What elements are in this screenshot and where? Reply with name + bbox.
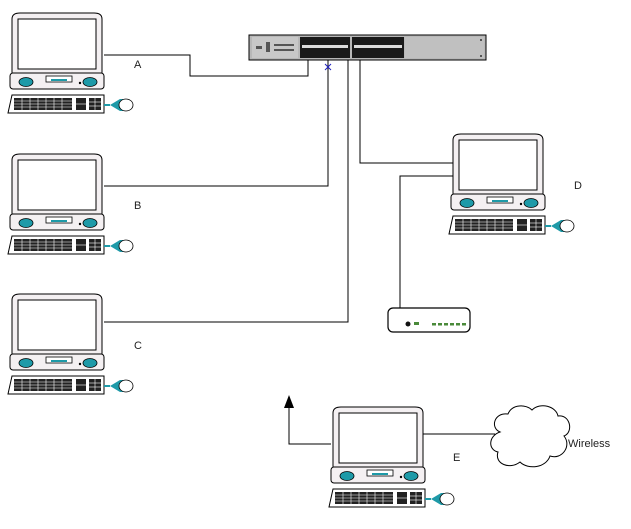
modem-icon: [387, 307, 471, 333]
computer-icon: [7, 12, 134, 114]
link-d-switch: [359, 60, 455, 164]
computer-label-c: C: [134, 340, 142, 352]
computer-icon: [7, 293, 134, 395]
computer-icon: [328, 406, 455, 508]
link-e-uplink: [288, 404, 331, 445]
computer-label-b: B: [134, 200, 141, 212]
computer-b: [7, 153, 134, 255]
link-c-switch: [104, 60, 349, 323]
crossover-marker-icon: [324, 63, 332, 71]
computer-label-e: E: [453, 452, 460, 464]
computer-c: [7, 293, 134, 395]
connection-lines: [104, 54, 495, 445]
computer-a: [7, 12, 134, 114]
link-a-switch: [104, 54, 309, 77]
computer-icon: [448, 133, 575, 235]
cloud-label: Wireless: [568, 438, 611, 450]
uplink-arrow-icon: [284, 395, 294, 408]
link-b-switch: [104, 60, 329, 187]
computer-icon: [7, 153, 134, 255]
network-switch-icon: [248, 34, 487, 61]
cloud-icon: [490, 405, 571, 468]
computer-d: [448, 133, 575, 235]
computer-e: [328, 406, 455, 508]
computer-label-d: D: [574, 180, 582, 192]
computer-label-a: A: [134, 59, 142, 71]
link-d-modem: [399, 175, 455, 308]
